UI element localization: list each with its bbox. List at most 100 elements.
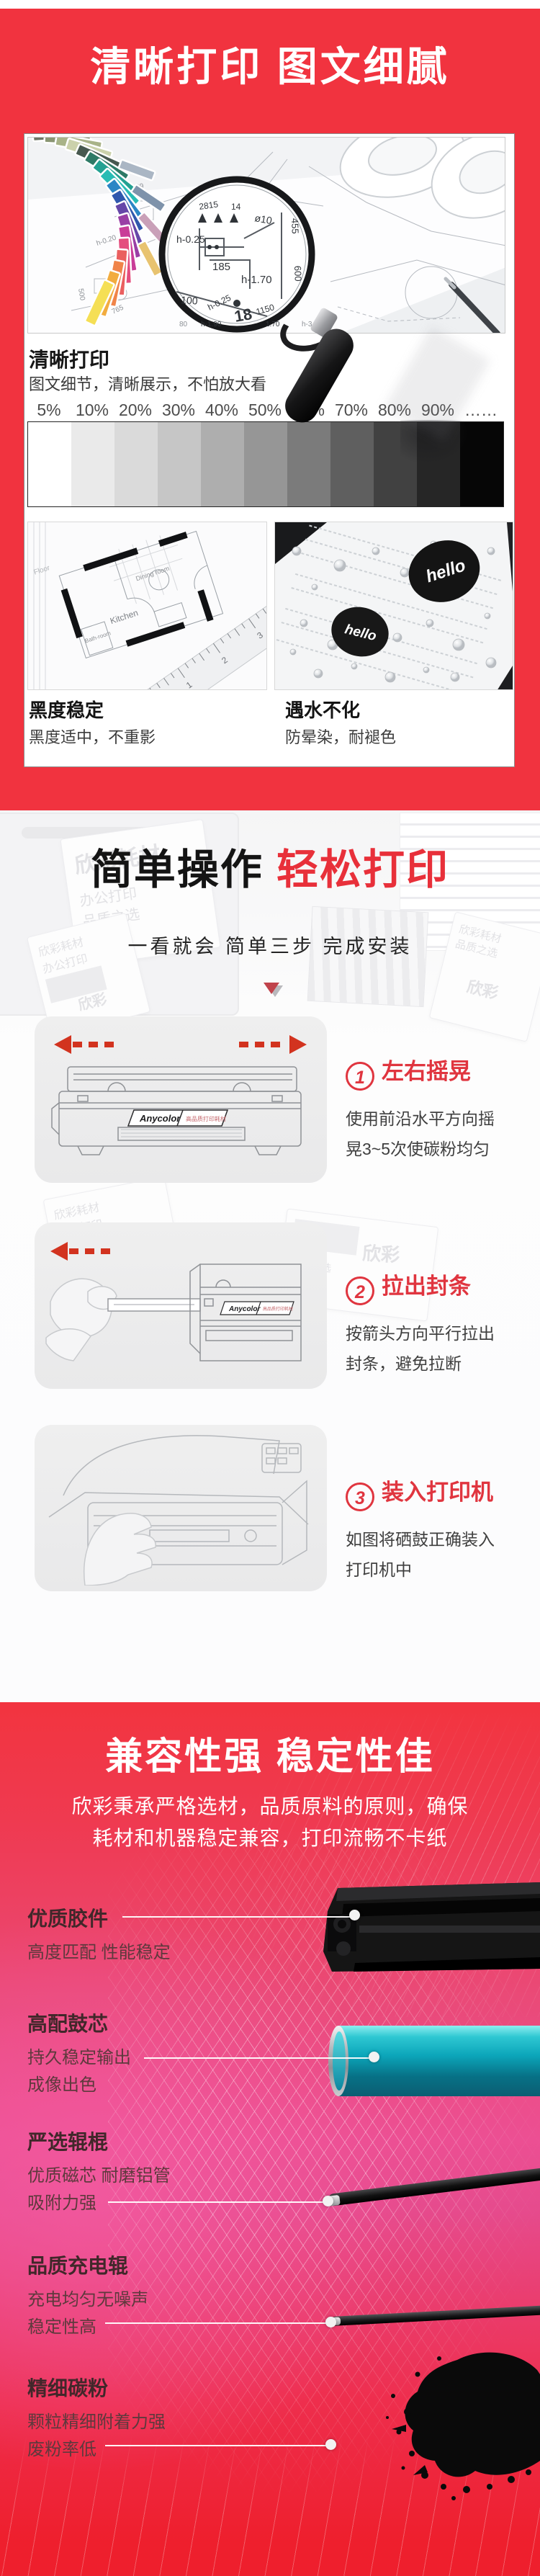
- step1-number: 1: [346, 1062, 374, 1091]
- caption-title: 清晰打印: [29, 349, 110, 371]
- watermark-text: 欣彩: [361, 1242, 400, 1266]
- dim-80: 80: [179, 321, 188, 328]
- watermark-text: 欣彩: [464, 977, 500, 1003]
- callout-line-3: [108, 2201, 324, 2203]
- feature2-line2: 成像出色: [27, 2075, 96, 2095]
- grayscale-density-bar: [27, 421, 504, 507]
- dim-170: 1.70: [266, 321, 280, 328]
- blueprint-photo: 29 h-0.20 500 765 h-3.00 80: [27, 137, 505, 334]
- dim-o10: ø10: [253, 212, 273, 226]
- dim-h170: h-1.70: [241, 274, 272, 286]
- feature4-line1: 充电均匀无噪声: [27, 2290, 148, 2309]
- feature3-line1: 优质磁芯 耐磨铝管: [27, 2166, 171, 2186]
- scale-label-30: 30%: [161, 401, 196, 419]
- feature2-line1: 持久稳定输出: [27, 2048, 131, 2067]
- arrow-left-icon-step2: [50, 1242, 68, 1261]
- left-card-title: 黑度稳定: [29, 699, 104, 721]
- step2-number: 2: [346, 1276, 374, 1305]
- hello-sticker-large: hello: [408, 540, 480, 602]
- step2-line2: 封条，避免拉断: [346, 1354, 462, 1373]
- callout-dot-2: [369, 2052, 379, 2062]
- feature1-line1: 高度匹配 性能稳定: [27, 1943, 171, 1962]
- bar-seg-0: [28, 422, 71, 506]
- bar-seg-2: [114, 422, 158, 506]
- bar-seg-5: [244, 422, 287, 506]
- step2-title: 拉出封条: [382, 1274, 471, 1299]
- waterproof-illustration: hello hello: [275, 522, 513, 689]
- feature-1: 优质胶件 高度匹配 性能稳定: [27, 1903, 171, 1967]
- drum-end-cap-inner: [333, 2031, 346, 2090]
- anycolor-label-2: Anycolor 高品质打印耗材: [220, 1301, 294, 1315]
- floorplan-photo: Floor Dining room Bath-room Kitchen 1 2: [27, 522, 267, 690]
- install-printer-line-art: [48, 1435, 309, 1586]
- anycolor-label: Anycolor 高品质打印耗材: [127, 1109, 229, 1127]
- step1-line1: 使用前沿水平方向摇: [346, 1109, 495, 1128]
- callout-line-1: [122, 1916, 354, 1918]
- scale-label-more: ……: [464, 401, 498, 419]
- callout-line-2: [144, 2057, 373, 2059]
- callout-line-4: [105, 2322, 330, 2324]
- step3-title: 装入打印机: [382, 1480, 493, 1505]
- arrow-left-icon: [54, 1035, 71, 1054]
- dim-2815: 2815: [198, 199, 219, 212]
- step2-text: 2 拉出封条 按箭头方向平行拉出 封条，避免拉断: [346, 1268, 526, 1379]
- dim-100: 100: [181, 294, 199, 307]
- bar-seg-1: [71, 422, 114, 506]
- step2-line1: 按箭头方向平行拉出: [346, 1324, 495, 1343]
- feature-3: 严选辊棍 优质磁芯 耐磨铝管 吸附力强: [27, 2126, 171, 2217]
- feature1-title: 优质胶件: [27, 1908, 109, 1930]
- section3-subtitle-line1: 欣彩秉承严格选材，品质原料的原则，确保: [71, 1795, 469, 1817]
- rolled-blueprints: [339, 138, 505, 219]
- arrow-right-dashes: [239, 1042, 287, 1047]
- feature4-title: 品质充电辊: [27, 2255, 129, 2277]
- step3-text: 3 装入打印机 如图将硒鼓正确装入 打印机中: [346, 1474, 526, 1585]
- pull-seal-line-art: Anycolor 高品质打印耗材: [45, 1264, 302, 1361]
- scale-label-5: 5%: [37, 401, 61, 419]
- arrow-left-dashes-step2: [69, 1248, 111, 1254]
- dim-18: 18: [233, 305, 253, 326]
- scale-label-70: 70%: [334, 401, 369, 419]
- cartridge-product-photo: [323, 1882, 540, 1972]
- cartridge-label-text: 高品质打印耗材: [186, 1115, 226, 1122]
- step3-card: [35, 1425, 327, 1591]
- callout-dot-3: [323, 2196, 333, 2206]
- section2-title-black: 简单操作: [90, 846, 264, 893]
- step3-line1: 如图将硒鼓正确装入: [346, 1530, 495, 1549]
- feature5-line1: 颗粒精细附着力强: [27, 2412, 166, 2432]
- left-card-subtitle: 黑度适中，不重影: [29, 728, 156, 746]
- feature-2: 高配鼓芯 持久稳定输出 成像出色: [27, 2008, 131, 2099]
- feature4-line2: 稳定性高: [27, 2317, 96, 2337]
- scale-label-90: 90%: [420, 401, 455, 419]
- dim-h190: h-1.90: [201, 321, 222, 328]
- section2-subtitle: 一看就会 简单三步 完成安装: [127, 936, 413, 957]
- feature3-line2: 吸附力强: [27, 2193, 96, 2213]
- arrow-right-icon: [289, 1035, 307, 1054]
- callout-dot-5: [325, 2439, 336, 2450]
- dim-1150: 1150: [255, 302, 276, 317]
- handle-shadow-on-bar: [400, 420, 469, 465]
- step3-number: 3: [346, 1482, 374, 1511]
- down-triangle-icon: [264, 983, 279, 994]
- bar-seg-3: [158, 422, 201, 506]
- blueprint-illustration: 29 h-0.20 500 765 h-3.00 80: [28, 138, 505, 333]
- step1-title: 左右摇晃: [382, 1059, 471, 1084]
- bar-seg-4: [201, 422, 244, 506]
- feature2-title: 高配鼓芯: [27, 2013, 109, 2035]
- scale-label-10: 10%: [75, 401, 109, 419]
- section3-subtitle-line2: 耗材和机器稳定兼容，打印流畅不卡纸: [92, 1827, 448, 1849]
- step3-line2: 打印机中: [346, 1560, 412, 1579]
- arrow-left-dashes: [73, 1042, 120, 1047]
- callout-line-5: [105, 2445, 330, 2446]
- color-swatch-fan: [32, 138, 169, 327]
- cartridge-brand-text: Anycolor: [139, 1113, 181, 1124]
- cartridge-line-art: Anycolor 高品质打印耗材: [51, 1066, 302, 1155]
- magnifier-glass: 2815 14 ø10 h-0.25 185 h-1.70 455 600 10…: [158, 176, 315, 333]
- scale-label-20: 20%: [118, 401, 153, 419]
- floorplan-illustration: Floor Dining room Bath-room Kitchen 1 2: [28, 522, 266, 689]
- toner-powder-photo: [386, 2352, 540, 2500]
- callout-dot-1: [349, 1910, 360, 1920]
- waterproof-photo: hello hello: [274, 522, 513, 690]
- feature-4: 品质充电辊 充电均匀无噪声 稳定性高: [27, 2250, 148, 2341]
- pen: [444, 277, 500, 333]
